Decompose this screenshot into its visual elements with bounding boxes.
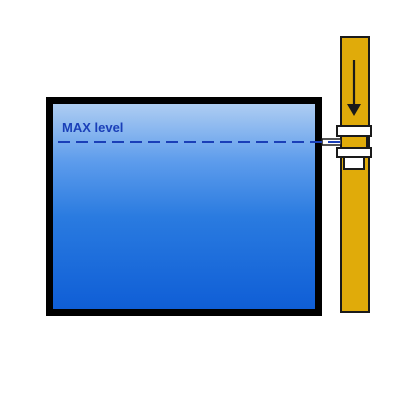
supply-pipe [340,36,370,313]
fitting-nozzle [343,156,365,170]
outlet-fitting [321,125,372,170]
tank [46,97,322,316]
pipe-body [340,36,370,313]
fitting-collar-bottom [336,147,372,158]
max-level-label: MAX level [62,120,123,135]
fitting-collar-top [336,125,372,137]
fitting-body [340,135,368,149]
tank-water [53,104,315,309]
arrow-down-icon [347,60,361,116]
